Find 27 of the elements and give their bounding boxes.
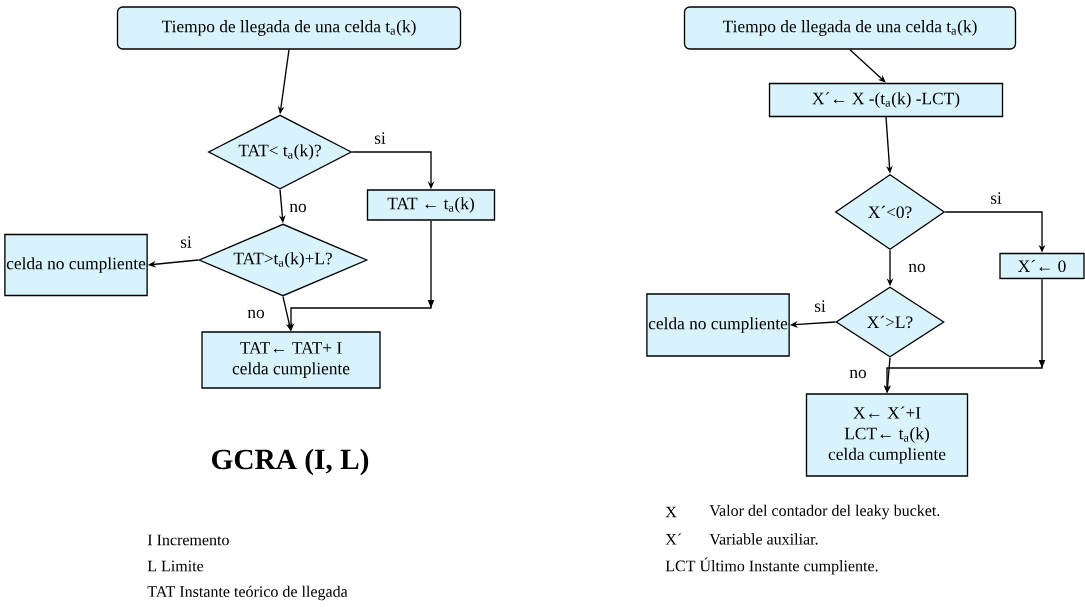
definition-text: Valor del contador del leaky bucket. — [709, 504, 940, 520]
process-box: TAT ← t$_{a}$(k) — [366, 189, 496, 221]
edge-label: no — [908, 263, 925, 273]
process-box: X← X´+I LCT← t$_{a}$(k) celda cumpliente — [805, 393, 969, 477]
definition-text: TAT Instante teórico de llegada — [147, 585, 348, 601]
edge-label: si — [814, 300, 826, 312]
process-box: X´← X -(t$_{a}$(k) -LCT) — [768, 82, 1004, 118]
process-box: celda no cumpliente — [4, 233, 148, 297]
definition-text: Variable auxiliar. — [709, 533, 818, 545]
title: GCRA (I, L) — [212, 448, 369, 476]
definition-text: X — [665, 506, 677, 518]
edge-label: si — [374, 132, 386, 144]
process-box: celda no cumpliente — [646, 293, 790, 357]
definition-text: L Limite — [147, 560, 204, 572]
process-box: X´← 0 — [999, 252, 1085, 280]
start-box: Tiempo de llegada de una celda t$_{a}$(k) — [683, 6, 1017, 50]
edge-label: si — [990, 192, 1002, 204]
arrow — [849, 49, 886, 83]
edge-label: no — [247, 309, 264, 319]
edge-label: no — [289, 203, 306, 213]
definition-text: X´ — [665, 533, 682, 545]
process-box: TAT← TAT+ I celda cumpliente — [201, 331, 381, 389]
definition-text: LCT Último Instante cumpliente. — [665, 557, 878, 575]
edge-label: no — [849, 369, 866, 379]
definition-text: I Incremento — [147, 534, 229, 546]
edge-label: si — [180, 236, 192, 248]
start-box: Tiempo de llegada de una celda t$_{a}$(k) — [116, 6, 462, 50]
